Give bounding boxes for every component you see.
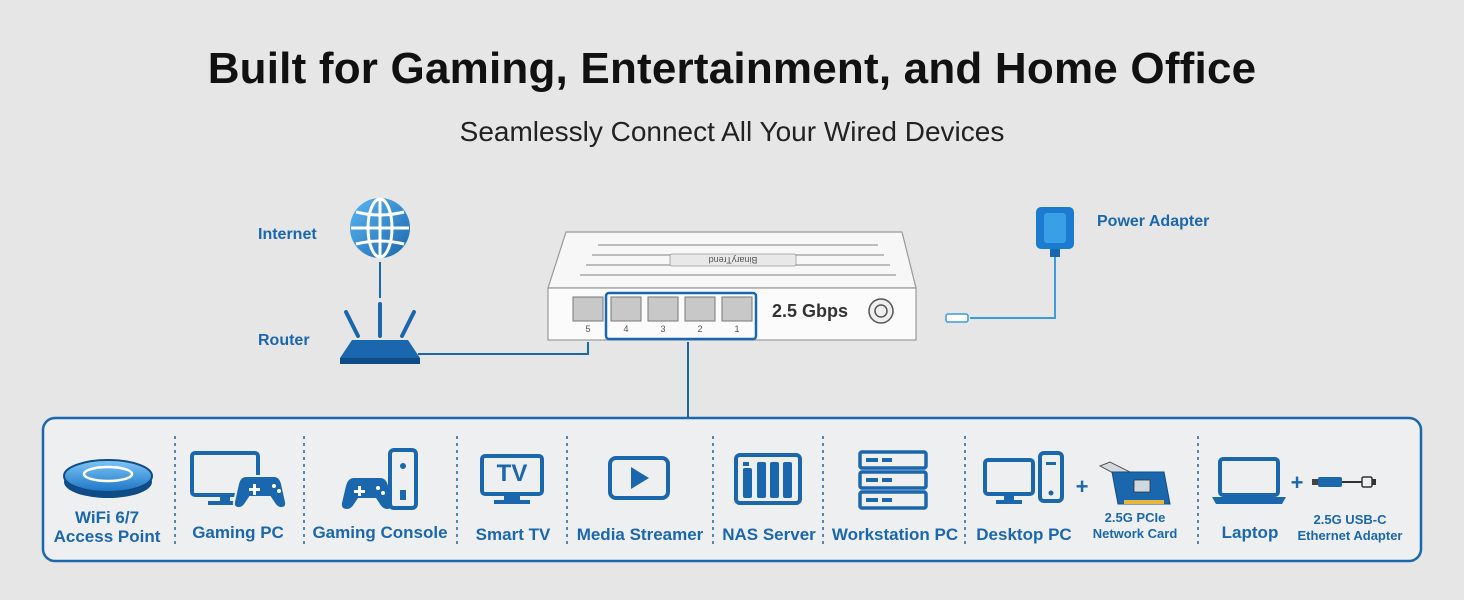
nas-server-label: NAS Server [722, 525, 816, 544]
network-switch [547, 231, 917, 341]
gaming-console-label: Gaming Console [312, 523, 448, 542]
port-number: 5 [585, 324, 590, 334]
access-point-icon [63, 459, 153, 498]
power-adapter-label: Power Adapter [1097, 213, 1210, 230]
gaming-console-icon [341, 448, 418, 510]
connection-lines [379, 262, 689, 418]
device-panel [41, 416, 1423, 563]
smart-tv-icon [480, 454, 544, 504]
gaming-pc-label: Gaming PC [192, 523, 284, 542]
port-number-labels: 5 4 3 2 1 [585, 324, 739, 334]
laptop-label: Laptop [1221, 523, 1279, 542]
laptop-icon [1212, 457, 1286, 504]
gaming-pc-icon [190, 451, 288, 510]
workstation-icon [858, 450, 928, 510]
plus-icon: + [1076, 474, 1089, 499]
power-adapter-icon [945, 207, 1074, 323]
switch-speed-label: 2.5 Gbps [772, 301, 849, 321]
switch-brand-label: BinaryTrend [708, 255, 758, 265]
port-number: 1 [734, 324, 739, 334]
page-title: Built for Gaming, Entertainment, and Hom… [207, 44, 1257, 93]
internet-label: Internet [258, 226, 317, 243]
nas-server-icon [734, 453, 802, 505]
router-label: Router [258, 332, 310, 349]
desktop-pc-label: Desktop PC [976, 525, 1072, 544]
usbc-adapter-label: 2.5G USB-C Ethernet Adapter [1297, 512, 1403, 543]
globe-icon [350, 197, 410, 259]
port-number: 4 [623, 324, 628, 334]
smart-tv-label: Smart TV [475, 525, 551, 544]
plus-icon: + [1291, 470, 1304, 495]
workstation-lights [866, 458, 892, 502]
pcie-card-label: 2.5G PCIe Network Card [1092, 510, 1178, 541]
page-subtitle: Seamlessly Connect All Your Wired Device… [459, 116, 1005, 147]
port-number: 2 [697, 324, 702, 334]
desktop-pc-icon [983, 451, 1064, 504]
tv-icon-text: TV [496, 460, 528, 487]
media-streamer-label: Media Streamer [576, 525, 704, 544]
media-streamer-icon [608, 456, 670, 500]
workstation-pc-label: Workstation PC [831, 525, 959, 544]
wifi-ap-label: WiFi 6/7 Access Point [53, 508, 161, 546]
port-number: 3 [660, 324, 665, 334]
usbc-adapter-icon [1312, 476, 1376, 488]
router-icon [340, 302, 420, 364]
pcie-card-icon [1098, 461, 1171, 505]
